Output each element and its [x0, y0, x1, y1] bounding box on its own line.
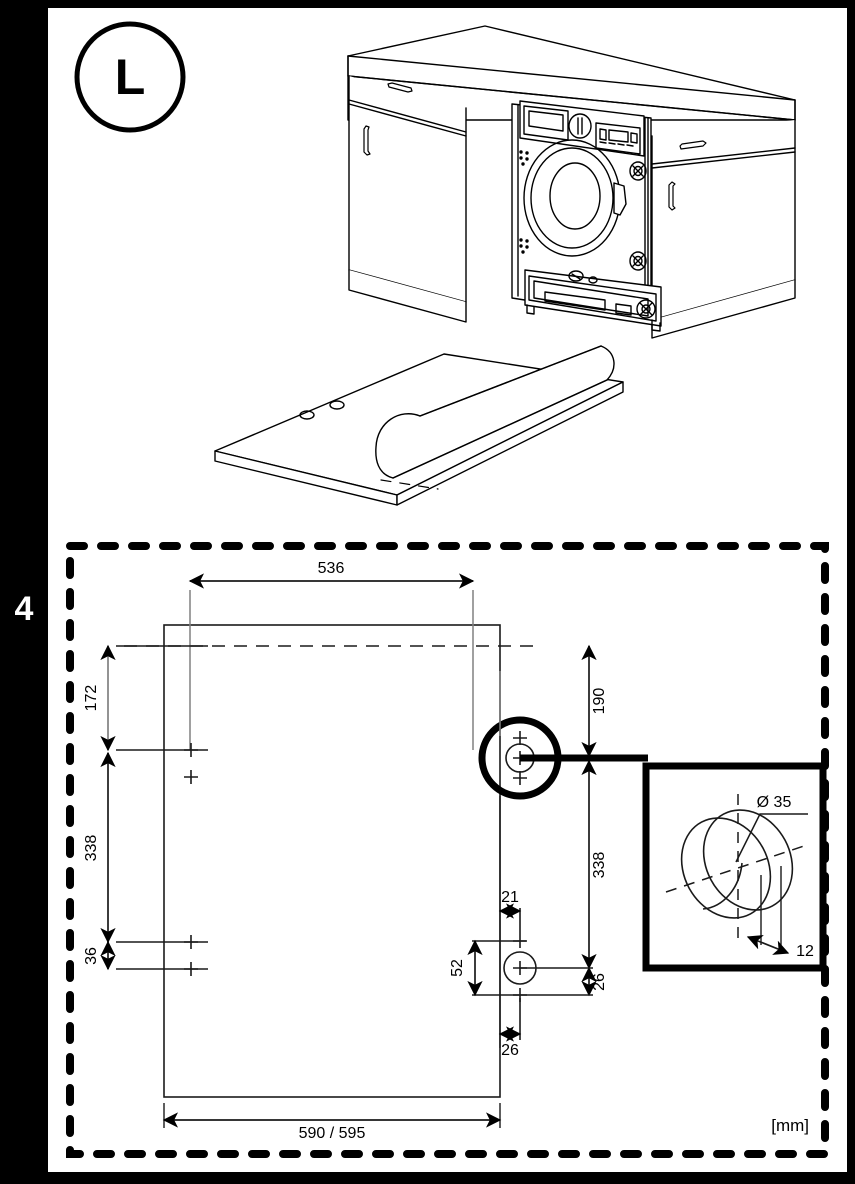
detail-box: [642, 762, 827, 972]
drilling-template-drawing: 536 590 / 595 172 338 36 190 338 26 21 5…: [66, 542, 829, 1158]
dim-26-bottom: 26: [501, 1042, 519, 1059]
dim-338-right: 338: [591, 852, 608, 879]
dim-190: 190: [591, 688, 608, 715]
unit-label: [mm]: [771, 1116, 809, 1135]
step-sidebar: 4: [0, 0, 48, 1184]
step-number: 4: [14, 590, 34, 628]
dim-52: 52: [449, 959, 466, 977]
dim-338-left: 338: [83, 835, 100, 862]
dim-590: 590 / 595: [299, 1125, 366, 1142]
dim-536: 536: [318, 560, 345, 577]
panel-outline: [163, 624, 501, 1098]
dim-36: 36: [83, 947, 100, 965]
dim-21: 21: [501, 889, 519, 906]
letter-badge-circle: [74, 21, 186, 133]
dim-depth-12: 12: [796, 943, 814, 960]
dim-172: 172: [83, 685, 100, 712]
dim-diameter-35: Ø 35: [757, 794, 792, 811]
page-sheet: L: [48, 8, 847, 1172]
top-illustration: L: [74, 21, 796, 506]
dim-26-right: 26: [591, 973, 608, 991]
letter-badge-label: L: [115, 49, 146, 105]
